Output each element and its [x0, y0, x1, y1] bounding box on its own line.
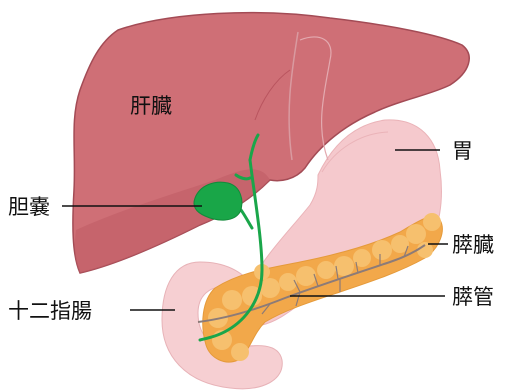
pancreas-lobule	[260, 278, 280, 298]
pancreas-lobule	[372, 240, 392, 260]
pancreas-lobule	[423, 213, 441, 231]
pancreas-lobule	[231, 343, 249, 361]
pancreas-lobule	[279, 273, 297, 291]
pancreas-lobule	[296, 266, 316, 286]
pancreas-lobule	[353, 249, 371, 267]
gallbladder-label: 胆嚢	[8, 195, 50, 219]
pancreatic-duct-label: 膵管	[452, 285, 494, 309]
pancreas-label: 膵臓	[452, 233, 494, 257]
pancreas-lobule	[222, 290, 242, 310]
pancreas-lobule	[406, 224, 426, 244]
liver-label: 肝臓	[130, 94, 172, 118]
stomach-label: 胃	[452, 139, 473, 163]
pancreas-lobule	[317, 261, 335, 279]
duodenum-label: 十二指腸	[8, 299, 92, 323]
